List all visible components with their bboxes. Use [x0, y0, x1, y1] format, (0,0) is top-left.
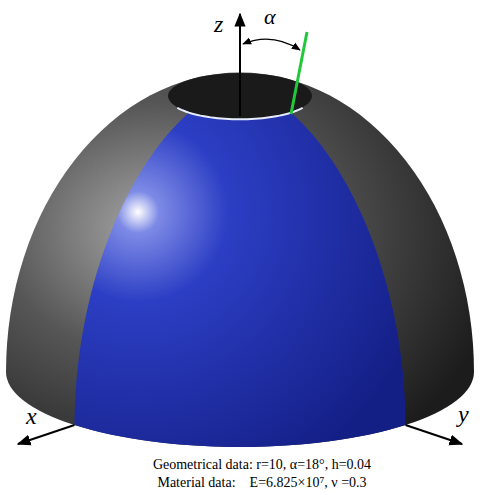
y-axis — [406, 425, 463, 444]
axis-label: x — [26, 404, 37, 428]
axis-label: z — [214, 12, 223, 36]
hemisphere-shell — [6, 72, 474, 447]
caption-line: Geometrical data: r=10, α=18°, h=0.04 — [40, 456, 484, 473]
shell-quarter-patch — [75, 113, 406, 447]
angle-arc — [243, 39, 300, 50]
angle-ray — [291, 32, 307, 114]
angle-label: α — [264, 6, 276, 28]
caption-line: Material data: E=6.825×10⁷, ν =0.3 — [40, 474, 484, 491]
axis-label: y — [458, 402, 469, 426]
z-axis — [239, 14, 241, 116]
